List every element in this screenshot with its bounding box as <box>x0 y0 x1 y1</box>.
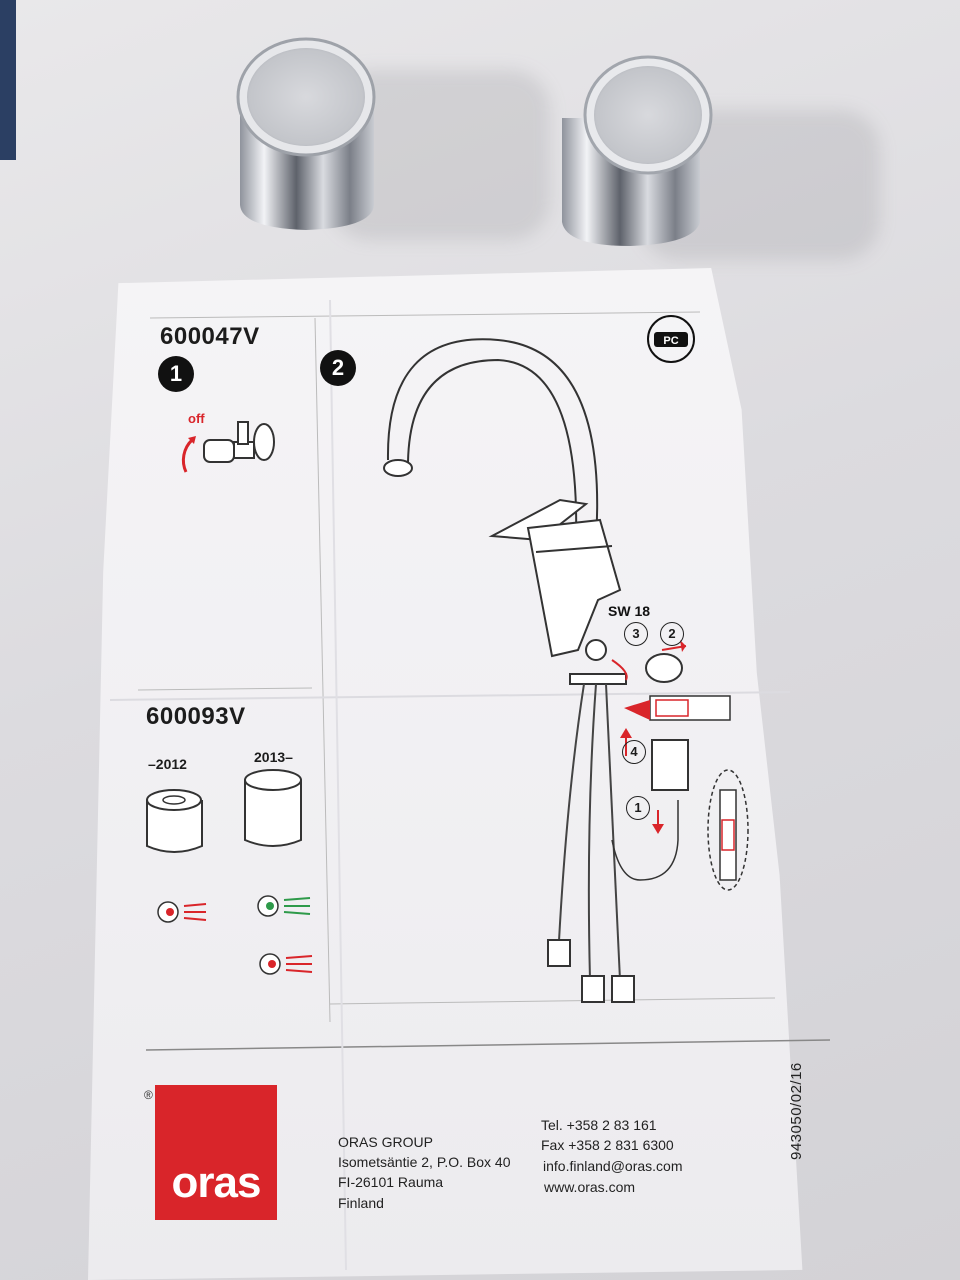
callout-2: 2 <box>660 622 684 646</box>
callout-4: 4 <box>622 740 646 764</box>
step-badge-1: 1 <box>158 356 194 392</box>
valve-off-label: off <box>188 411 205 426</box>
angle-valve-icon <box>181 421 275 473</box>
fax-number: Fax +358 2 831 6300 <box>541 1137 674 1153</box>
year-label-old: –2012 <box>148 756 187 772</box>
svg-text:PC: PC <box>663 335 678 347</box>
registered-mark: ® <box>144 1088 153 1102</box>
step-badge-2: 2 <box>320 350 356 386</box>
logo-text: oras <box>171 1158 262 1207</box>
year-label-new: 2013– <box>254 749 293 765</box>
chrome-cap-left <box>236 37 713 246</box>
company-country: Finland <box>338 1195 384 1211</box>
model-number-b: 600093V <box>146 703 246 730</box>
callout-1: 1 <box>626 796 650 820</box>
company-name: ORAS GROUP <box>338 1134 433 1150</box>
callout-3: 3 <box>624 622 648 646</box>
phone-number: Tel. +358 2 83 161 <box>541 1117 657 1133</box>
company-street: Isometsäntie 2, P.O. Box 40 <box>338 1154 511 1170</box>
company-city: FI-26101 Rauma <box>338 1174 444 1190</box>
certification-mark-icon: PC <box>647 315 695 363</box>
website-address: www.oras.com <box>544 1179 636 1195</box>
email-address: info.finland@oras.com <box>543 1158 683 1174</box>
model-number-a: 600047V <box>160 323 260 350</box>
blue-object-edge <box>0 0 16 160</box>
document-code: 943050/02/16 <box>788 1062 805 1160</box>
oras-logo: oras <box>155 1085 277 1220</box>
wrench-size-label: SW 18 <box>608 603 651 619</box>
